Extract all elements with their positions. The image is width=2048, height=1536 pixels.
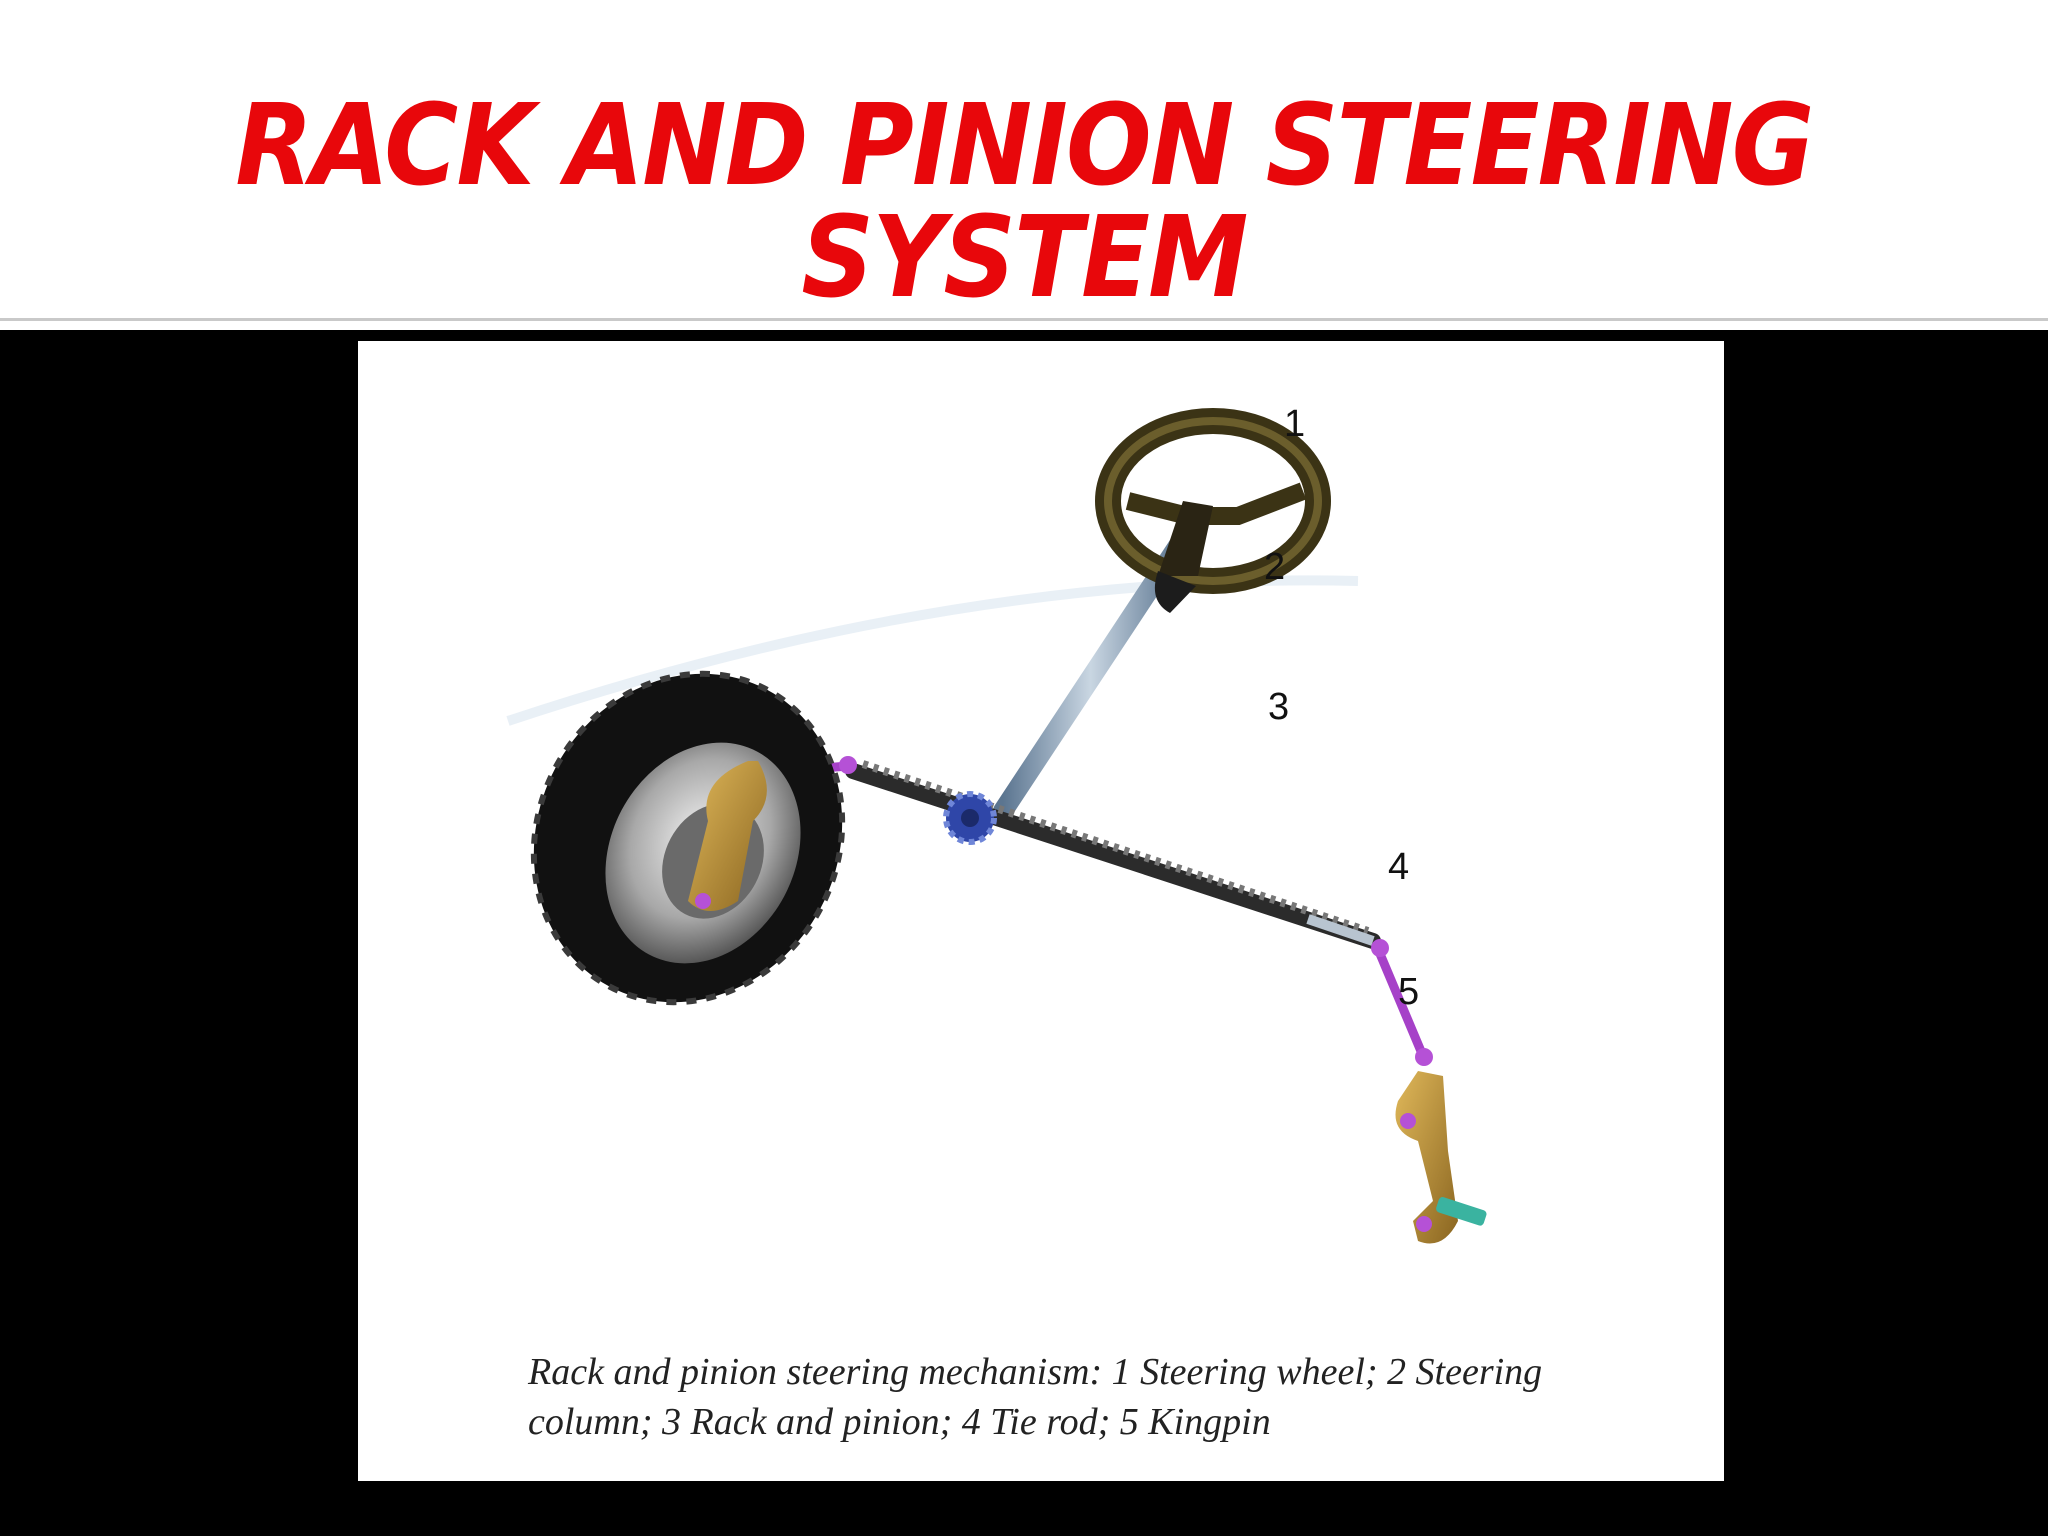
figure-caption: Rack and pinion steering mechanism: 1 St… — [528, 1347, 1668, 1447]
header-divider — [0, 318, 2048, 321]
label-5: 5 — [1398, 971, 1420, 1013]
label-1: 1 — [1284, 403, 1306, 445]
kingpin-knuckle — [1395, 1071, 1487, 1244]
label-3: 3 — [1268, 686, 1290, 728]
road-wheel — [530, 670, 846, 1006]
steering-wheel — [1095, 408, 1331, 613]
pinion-gear — [943, 791, 997, 845]
rack-bar — [845, 763, 1381, 949]
rack-teeth — [861, 760, 1370, 935]
slide-header: RACK AND PINION STEERING SYSTEM — [0, 0, 2048, 318]
tie-rods — [742, 756, 1433, 1066]
caption-line-1: Rack and pinion steering mechanism: 1 St… — [528, 1351, 1543, 1393]
caption-line-2: column; 3 Rack and pinion; 4 Tie rod; 5 … — [528, 1401, 1271, 1443]
steering-diagram: 1 2 3 4 5 Rack and pinion steering mecha… — [358, 341, 1724, 1481]
steering-illustration — [506, 408, 1487, 1244]
label-4: 4 — [1388, 846, 1410, 888]
rack-boot-right — [1306, 914, 1375, 946]
label-2: 2 — [1264, 546, 1286, 588]
slide-title: RACK AND PINION STEERING SYSTEM — [235, 81, 1814, 323]
steering-column — [993, 536, 1188, 821]
